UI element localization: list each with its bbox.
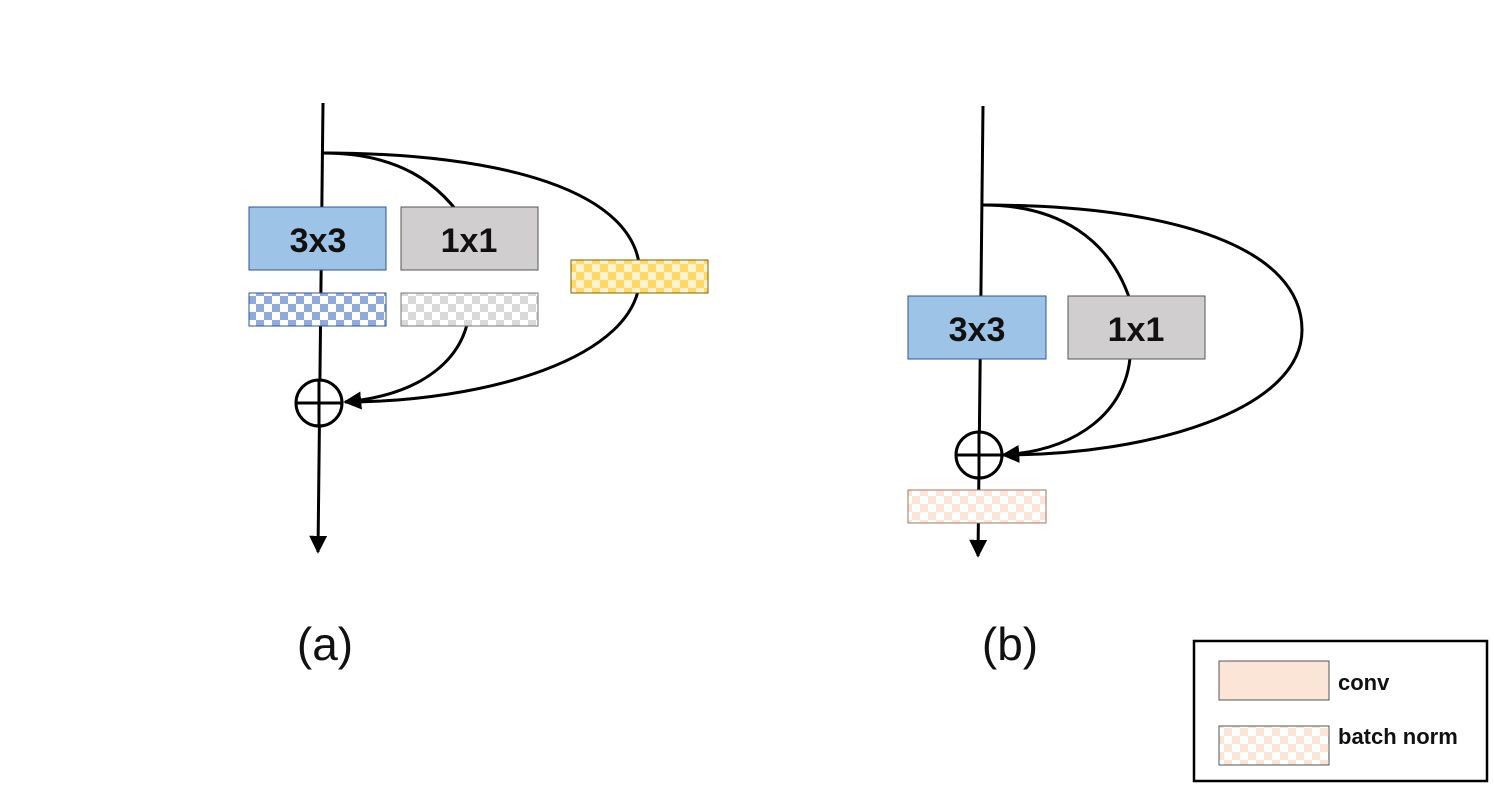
panel-b-1x1-branch-bottom xyxy=(1001,357,1132,463)
panel-a-conv1x1-label: 1x1 xyxy=(441,222,498,260)
panel-a-conv3x3-label: 3x3 xyxy=(290,222,347,260)
legend-bn-swatch xyxy=(1218,725,1330,766)
legend-conv-swatch xyxy=(1218,660,1330,701)
panel-a: 3x3 1x1 (a) xyxy=(248,102,709,670)
panel-b-identity-branch xyxy=(982,203,1304,457)
panel-a-bn-3x3 xyxy=(248,292,387,327)
legend-conv-label: conv xyxy=(1338,670,1390,695)
legend: conv batch norm xyxy=(1192,639,1489,783)
panel-b-bn-fused xyxy=(907,489,1047,524)
panel-b-conv1x1-label: 1x1 xyxy=(1108,311,1165,349)
panel-a-bn-1x1 xyxy=(400,292,539,327)
panel-b-conv1x1-box xyxy=(1067,295,1206,360)
panel-b-caption: (b) xyxy=(982,618,1038,670)
panel-a-bn-identity xyxy=(570,259,709,294)
legend-bn-label: batch norm xyxy=(1338,724,1458,749)
panel-a-caption: (a) xyxy=(297,618,353,670)
panel-b-conv3x3-label: 3x3 xyxy=(949,311,1006,349)
panel-a-conv3x3-box xyxy=(248,206,387,271)
panel-a-conv1x1-box xyxy=(400,206,539,271)
panel-b-1x1-branch-top xyxy=(982,203,1132,301)
panel-b: 3x3 1x1 (b) xyxy=(907,105,1304,670)
panel-b-conv3x3-box xyxy=(907,295,1047,360)
panel-a-main-wire xyxy=(309,102,328,554)
